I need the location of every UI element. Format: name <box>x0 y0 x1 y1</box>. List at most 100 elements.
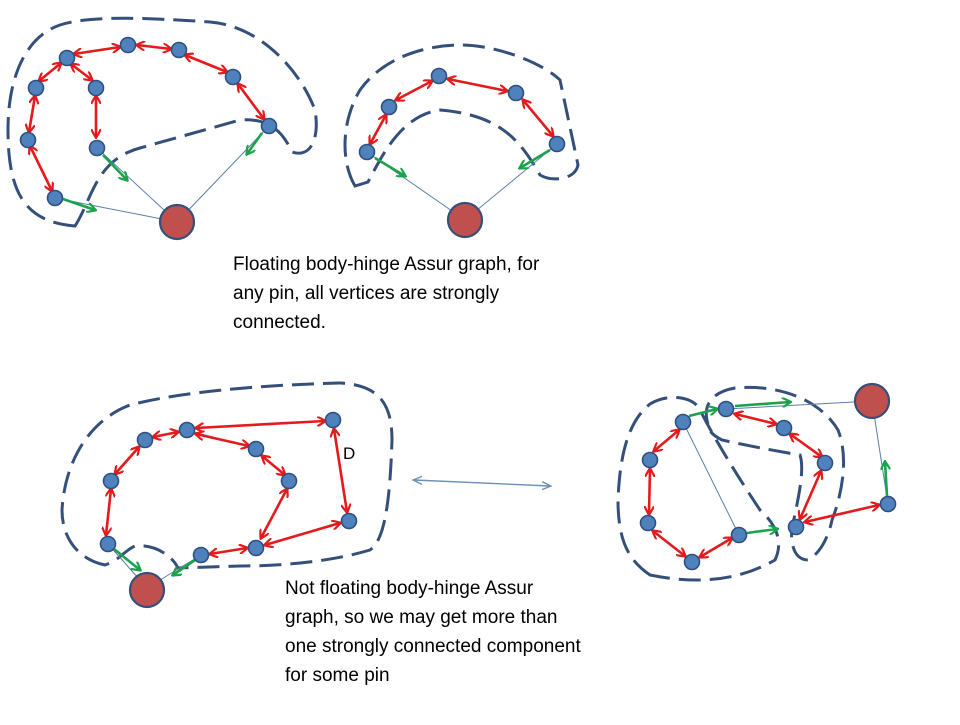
caption-floating-line-2: any pin, all vertices are strongly <box>233 283 500 304</box>
bidirectional-arrow <box>153 432 178 437</box>
bidirectional-arrow <box>238 84 264 119</box>
vertex <box>19 131 37 149</box>
caption-not-floating: Not floating body-hinge Assur graph, so … <box>285 574 655 690</box>
vertex <box>170 41 188 59</box>
vertex <box>224 68 242 86</box>
bidirectional-arrow <box>210 548 247 554</box>
vertex <box>247 539 265 557</box>
directed-arrow <box>62 197 95 210</box>
pin <box>446 201 484 239</box>
bidirectional-arrow <box>654 430 679 451</box>
vertex <box>717 400 735 418</box>
vertex <box>730 526 748 544</box>
bottom-left-outer-boundary <box>60 381 394 570</box>
vertex-d <box>324 411 342 429</box>
plain-edge <box>176 125 270 223</box>
bidirectional-arrow <box>649 469 650 514</box>
bidirectional-arrow <box>71 64 92 80</box>
directed-arrow <box>247 132 264 154</box>
top-right-outer-boundary <box>343 43 580 188</box>
vertex <box>879 495 897 513</box>
bidirectional-arrow <box>334 429 347 512</box>
bidirectional-arrow <box>700 538 732 557</box>
bottom-right-left-component-boundary <box>616 395 781 582</box>
vertex <box>775 419 793 437</box>
vertex <box>380 98 398 116</box>
vertex <box>260 117 278 135</box>
bidirectional-arrow <box>115 447 139 474</box>
bidirectional-edges <box>29 45 879 557</box>
double-headed-arrow-icon <box>414 480 550 486</box>
bidirectional-arrow <box>653 531 685 556</box>
bidirectional-arrow <box>137 45 171 49</box>
bidirectional-arrow <box>196 434 249 446</box>
plain-edge <box>464 143 558 221</box>
vertex <box>787 518 805 536</box>
vertex <box>102 472 120 490</box>
caption-not-floating-line-3: one strongly connected component <box>285 636 581 657</box>
vertex <box>247 440 265 458</box>
vertex <box>674 413 692 431</box>
directed-arrow <box>102 154 127 180</box>
vertex <box>27 79 45 97</box>
directed-arrow <box>885 462 887 497</box>
bidirectional-arrow <box>262 456 285 475</box>
directed-arrow <box>688 409 717 418</box>
vertex <box>99 535 117 553</box>
bidirectional-arrow <box>523 100 553 136</box>
bidirectional-arrow <box>370 115 386 144</box>
caption-floating: Floating body-hinge Assur graph, for any… <box>233 250 613 337</box>
vertex <box>178 421 196 439</box>
vertex <box>507 84 525 102</box>
caption-floating-line-3: connected. <box>233 312 326 333</box>
directed-arrow <box>520 148 551 168</box>
bidirectional-arrow <box>29 96 35 132</box>
directed-arrow <box>173 558 196 575</box>
vertex <box>192 546 210 564</box>
vertex <box>46 189 64 207</box>
vertex <box>430 67 448 85</box>
pin <box>158 203 196 241</box>
vertex <box>683 553 701 571</box>
vertex-label-d: D <box>343 444 356 463</box>
bidirectional-arrow <box>448 79 507 91</box>
vertex <box>280 472 298 490</box>
vertex <box>119 36 137 54</box>
bidirectional-arrow <box>185 55 227 72</box>
vertex <box>816 454 834 472</box>
vertex <box>136 431 154 449</box>
vertices <box>19 36 897 571</box>
directed-arrow <box>734 402 790 406</box>
plain-edge <box>96 147 178 223</box>
bidirectional-arrow <box>39 63 61 81</box>
plain-edge <box>682 421 740 536</box>
pin <box>853 382 891 420</box>
plain-edges <box>54 125 889 589</box>
vertex <box>641 451 659 469</box>
vertex <box>88 139 106 157</box>
directed-arrow <box>746 529 777 533</box>
caption-not-floating-line-1: Not floating body-hinge Assur <box>285 578 534 599</box>
bidirectional-arrow <box>805 505 879 522</box>
bidirectional-arrow <box>800 471 821 519</box>
pins <box>128 201 891 609</box>
bidirectional-arrow <box>396 81 432 100</box>
caption-not-floating-line-4: for some pin <box>285 665 390 686</box>
bidirectional-arrow <box>196 421 325 428</box>
directed-edges <box>62 132 887 575</box>
bidirectional-arrow <box>735 414 776 424</box>
vertex <box>340 512 358 530</box>
pin <box>128 571 166 609</box>
bidirectional-arrow <box>74 47 120 54</box>
directed-arrow <box>113 547 140 570</box>
bidirectional-arrow <box>30 146 52 191</box>
plain-edge <box>725 400 873 410</box>
caption-not-floating-line-2: graph, so we may get more than <box>285 607 558 628</box>
bidirectional-arrow <box>790 434 822 457</box>
vertex <box>358 143 376 161</box>
caption-floating-line-1: Floating body-hinge Assur graph, for <box>233 254 540 275</box>
bidirectional-arrow <box>265 523 340 545</box>
directed-arrow <box>374 156 405 176</box>
vertex <box>639 514 657 532</box>
